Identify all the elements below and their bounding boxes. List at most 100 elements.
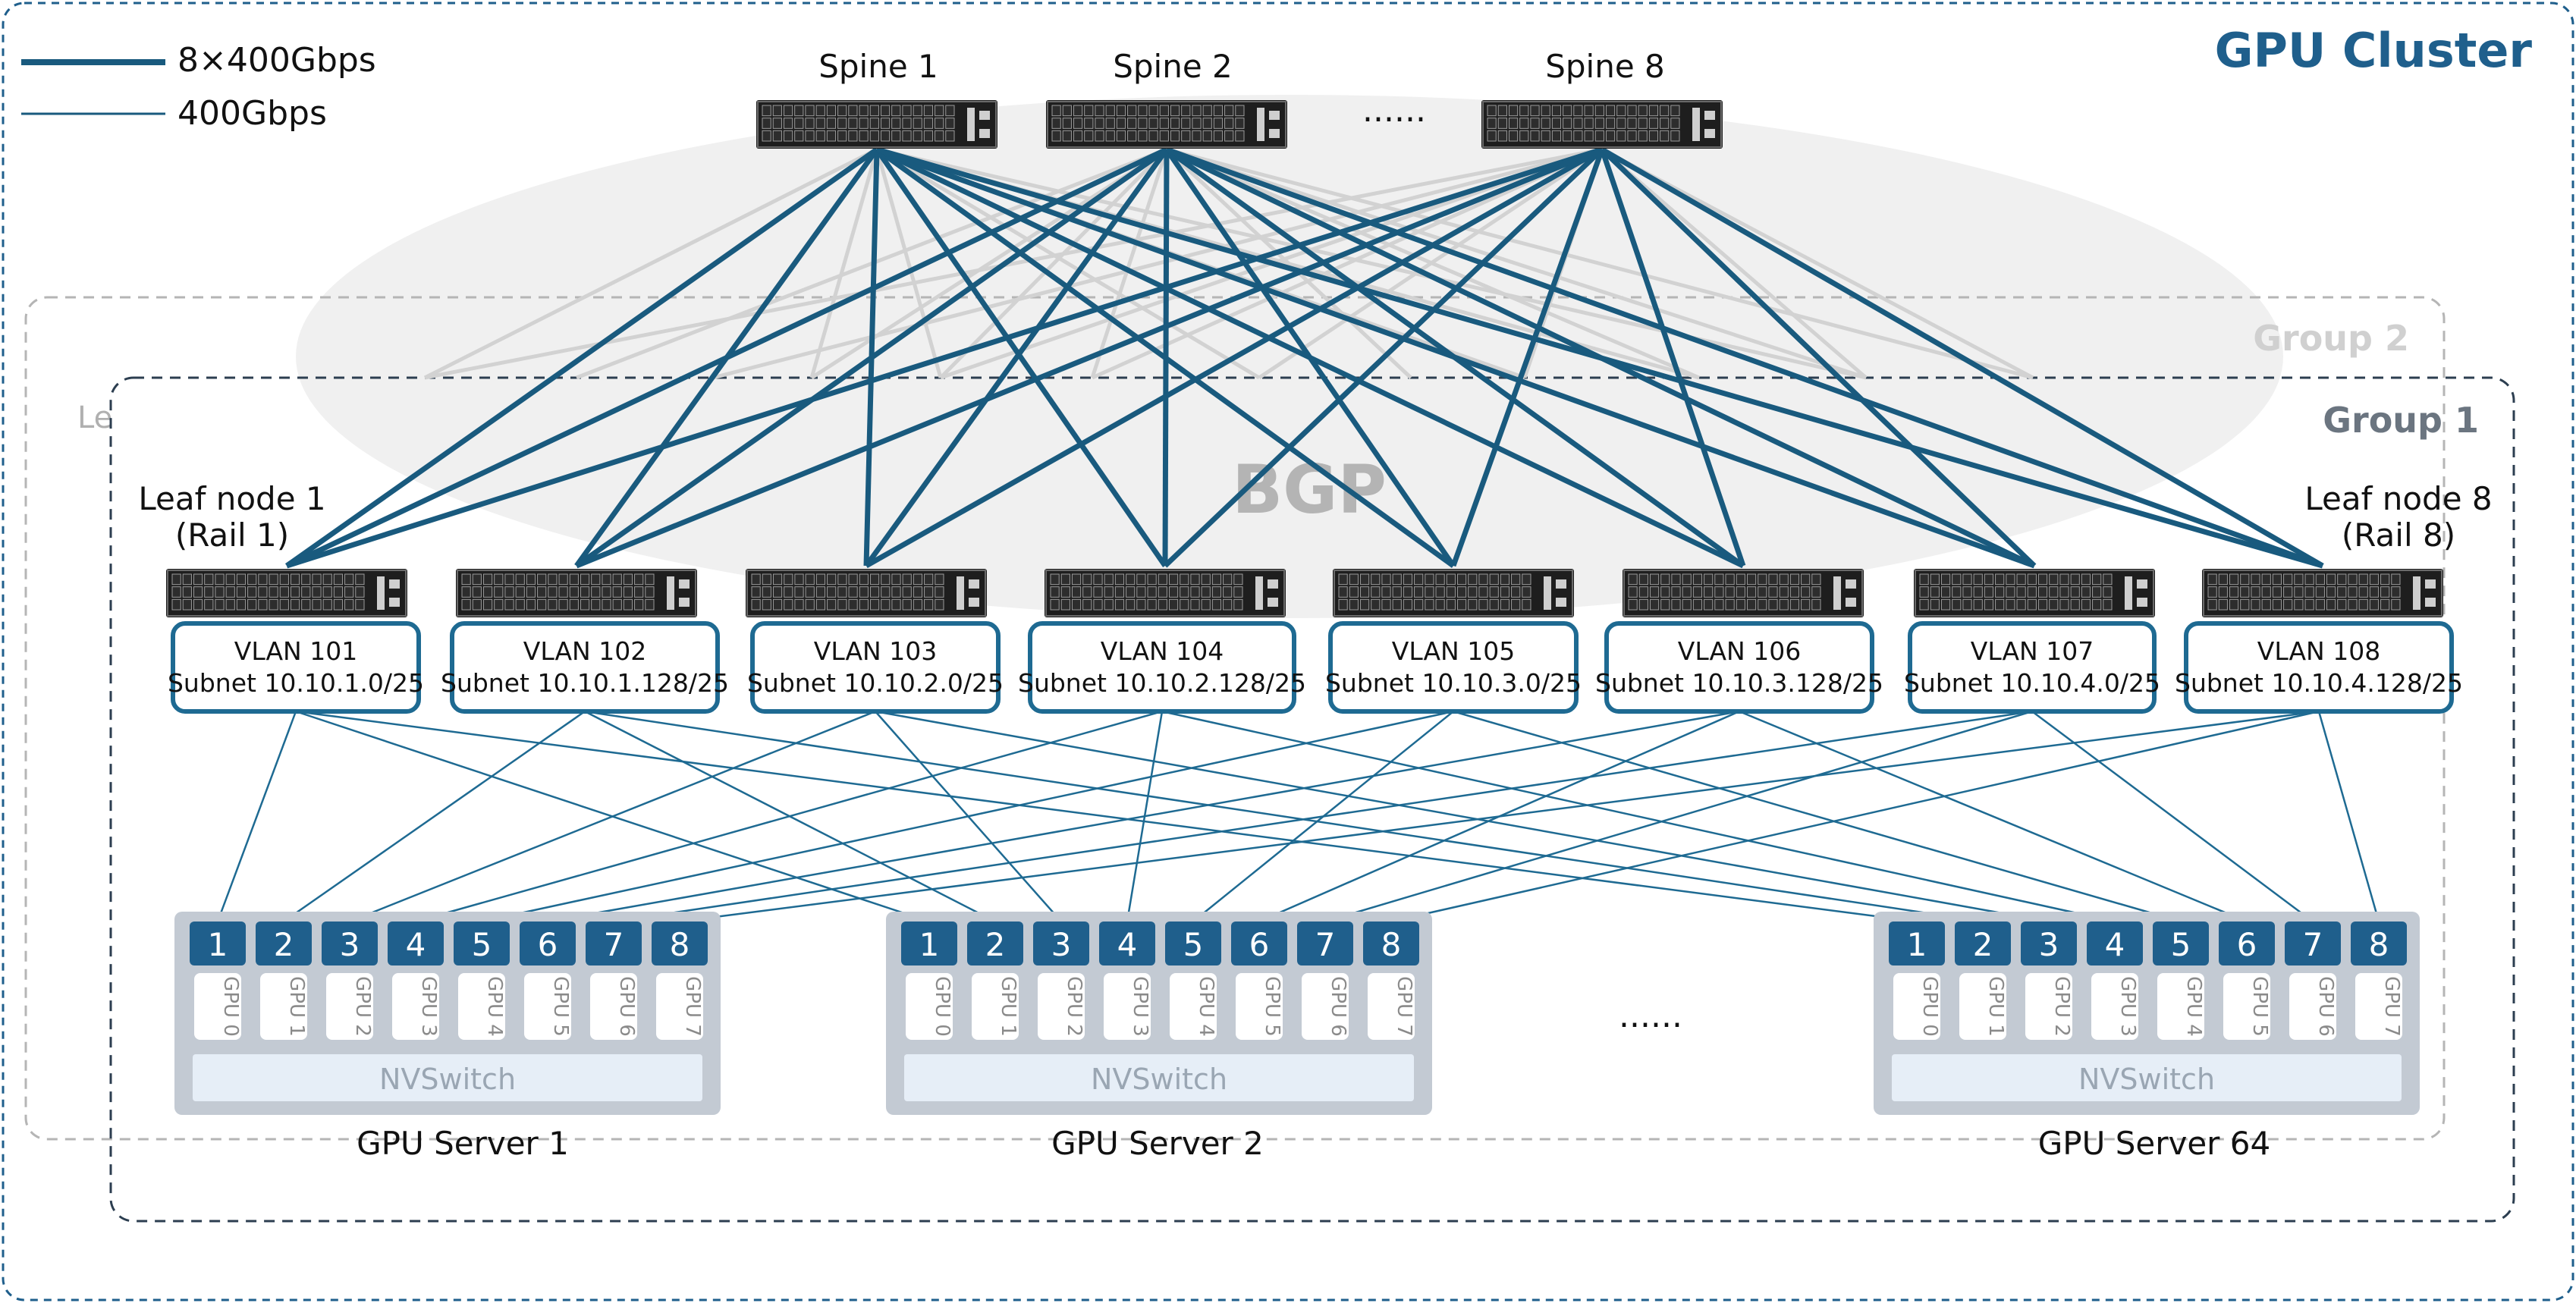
leaf-8-callout-line2: (Rail 8) — [2342, 516, 2455, 554]
spine-8-switch — [1481, 100, 1723, 149]
port-badge-6 — [520, 922, 576, 965]
spine-2-leaf-1-link — [285, 146, 1168, 569]
spine-8-leaf-2-link — [575, 146, 1604, 569]
gpu-card-3 — [392, 973, 439, 1040]
server-ellipsis: ...... — [1619, 997, 1682, 1035]
port-badge-3 — [322, 922, 378, 965]
gpu-label-3: GPU 3 — [417, 976, 440, 1037]
port-number-4: 4 — [406, 926, 426, 963]
gpu-card-4 — [1170, 973, 1217, 1040]
nvswitch-bar — [1892, 1054, 2402, 1101]
gpu-server-1-label: GPU Server 1 — [357, 1125, 569, 1162]
port-number-5: 5 — [2171, 926, 2191, 963]
gpu-label-4: GPU 4 — [483, 976, 506, 1037]
spine-8-leaf-4-link — [1163, 147, 1604, 568]
gpu-server-64-label: GPU Server 64 — [2038, 1125, 2271, 1162]
spine-1-switch — [756, 100, 997, 149]
gpu-label-0: GPU 0 — [931, 976, 953, 1037]
port-badge-5 — [454, 922, 510, 965]
vlan-id: VLAN 103 — [814, 636, 937, 666]
port-number-1: 1 — [919, 926, 940, 963]
spine-2-leaf-5-link — [1164, 148, 1456, 567]
gpu-card-5 — [524, 973, 571, 1040]
spine-8-leaf-7-link — [1600, 147, 2037, 568]
leaf-callouts: Leaf node 1 (Rail 1) Leaf node 8 (Rail 8… — [138, 480, 2492, 554]
vlan-id: VLAN 107 — [1971, 636, 2094, 666]
port-number-6: 6 — [1249, 926, 1270, 963]
port-number-4: 4 — [1117, 926, 1138, 963]
port-number-4: 4 — [2105, 926, 2125, 963]
gpu-card-7 — [1368, 973, 1415, 1040]
leaf-6-switch — [1623, 569, 1864, 617]
group2-leaf-fragment: Le — [77, 400, 112, 435]
leaf-2-to-server-64-port-2 — [584, 710, 1984, 923]
leaf-server-links — [216, 710, 2380, 923]
vlan-subnet: Subnet 10.10.4.128/25 — [2175, 668, 2463, 698]
vlan-id: VLAN 108 — [2257, 636, 2380, 666]
gpu-card-7 — [2355, 973, 2402, 1040]
gpu-label-1: GPU 1 — [1984, 976, 2007, 1037]
port-badge-7 — [586, 922, 642, 965]
port-number-8: 8 — [670, 926, 690, 963]
gpu-label-4: GPU 4 — [2182, 976, 2205, 1037]
gpu-card-1 — [972, 973, 1019, 1040]
group2-link — [1166, 147, 1867, 380]
port-number-2: 2 — [274, 926, 294, 963]
port-number-7: 7 — [1315, 926, 1336, 963]
leaf-4-switch — [1045, 569, 1286, 617]
gpu-card-2 — [1038, 973, 1085, 1040]
gpu-label-6: GPU 6 — [1327, 976, 1349, 1037]
gpu-card-5 — [1236, 973, 1283, 1040]
port-badge-8 — [1363, 922, 1419, 965]
spine-8-label: Spine 8 — [1545, 48, 1665, 85]
gpu-card-3 — [2091, 973, 2138, 1040]
leaf-6-to-server-1-port-6 — [547, 710, 1740, 923]
gpu-label-3: GPU 3 — [2116, 976, 2139, 1037]
gpu-label-2: GPU 2 — [2050, 976, 2073, 1037]
cluster-title: GPU Cluster — [2215, 23, 2533, 78]
gpu-label-1: GPU 1 — [285, 976, 308, 1037]
gpu-card-2 — [326, 973, 373, 1040]
leaf-8-switch — [2202, 569, 2443, 617]
gpu-label-3: GPU 3 — [1129, 976, 1151, 1037]
gpu-label-1: GPU 1 — [997, 976, 1019, 1037]
group2-link — [712, 147, 1603, 380]
gpu-label-5: GPU 5 — [2248, 976, 2271, 1037]
port-number-5: 5 — [472, 926, 492, 963]
leaf-2-to-server-1-port-2 — [283, 710, 586, 923]
gpu-card-0 — [906, 973, 953, 1040]
gpu-label-5: GPU 5 — [549, 976, 572, 1037]
group2-link — [1601, 148, 1868, 379]
spine-1-leaf-1-link — [284, 147, 879, 568]
port-number-5: 5 — [1183, 926, 1204, 963]
port-badge-1 — [190, 922, 246, 965]
gpu-label-2: GPU 2 — [1063, 976, 1085, 1037]
spine-leaf-links — [284, 146, 2324, 569]
nvswitch-bar — [193, 1054, 702, 1101]
legend: 8×400Gbps 400Gbps — [21, 41, 376, 133]
port-badge-6 — [2219, 922, 2275, 965]
group2-link — [1091, 147, 1604, 380]
gpu-label-7: GPU 7 — [2380, 976, 2403, 1037]
spine-8-leaf-3-link — [865, 146, 1604, 569]
gpu-card-6 — [2289, 973, 2336, 1040]
leaf-7-to-server-1-port-7 — [613, 710, 2033, 923]
nvswitch-label: NVSwitch — [1091, 1063, 1227, 1096]
port-badge-3 — [1033, 922, 1089, 965]
group2-link — [1090, 149, 1169, 378]
vlan-subnet: Subnet 10.10.1.128/25 — [441, 668, 729, 698]
port-number-8: 8 — [2369, 926, 2389, 963]
gpu-label-7: GPU 7 — [1393, 976, 1415, 1037]
gpu-card-5 — [2223, 973, 2270, 1040]
vlan-subnet: Subnet 10.10.2.128/25 — [1018, 668, 1306, 698]
gpu-server-2-label: GPU Server 2 — [1051, 1125, 1264, 1162]
port-number-2: 2 — [1973, 926, 1993, 963]
spine-2-label: Spine 2 — [1113, 48, 1233, 85]
